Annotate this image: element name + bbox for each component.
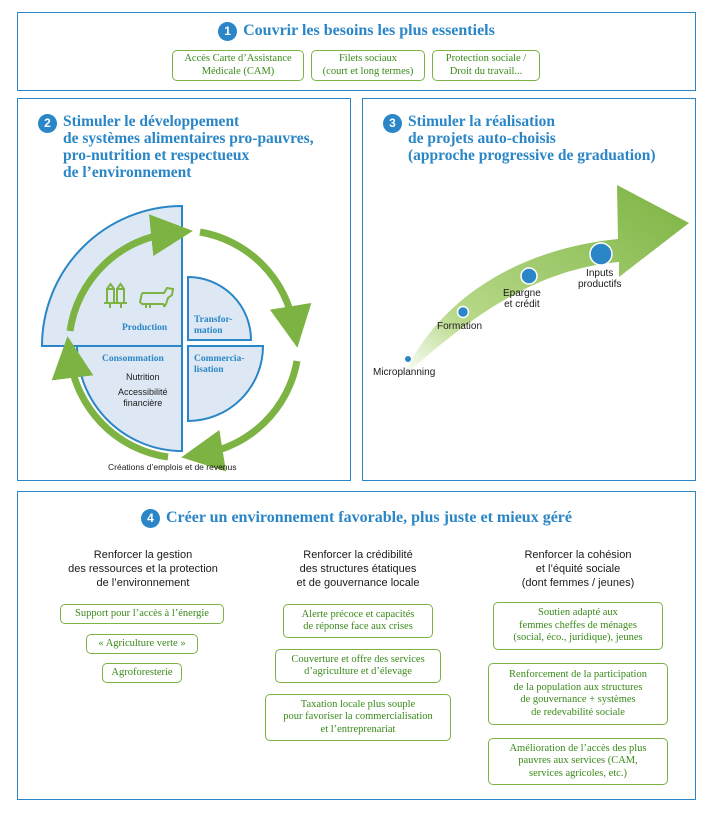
panel-1-title-text: Couvrir les besoins les plus essentiels xyxy=(243,22,495,40)
cycle-arrow-right xyxy=(181,360,301,472)
transformation-quadrant xyxy=(187,275,253,341)
accessibilite-label: Accessibilité financière xyxy=(118,387,168,408)
panel-4: 4 Créer un environnement favorable, plus … xyxy=(17,491,696,800)
cycle-arrow-left xyxy=(66,214,193,332)
step-epargne-label: Epargne et crédit xyxy=(503,288,541,310)
panel-3-number: 3 xyxy=(383,114,402,133)
panel-2-title: Stimuler le développement de systèmes al… xyxy=(63,113,314,181)
p1-box-filets-text: Filets sociaux (court et long termes) xyxy=(322,53,414,77)
col1-item-energie-text: Support pour l’accès à l’énergie xyxy=(75,607,209,619)
panel-2: 2 Stimuler le développement de systèmes … xyxy=(17,98,351,481)
col3-item-soutien: Soutien adapté aux femmes cheffes de mén… xyxy=(493,602,663,650)
col3-item-participation: Renforcement de la participation de la p… xyxy=(488,663,668,725)
col3-item-acces: Amélioration de l’accès des plus pauvres… xyxy=(488,738,668,785)
col1-item-agriculture-verte: « Agriculture verte » xyxy=(86,634,198,654)
col1-item-agroforesterie: Agroforesterie xyxy=(102,663,182,683)
col3-item-soutien-text: Soutien adapté aux femmes cheffes de mén… xyxy=(513,607,643,644)
panel-1-number: 1 xyxy=(218,22,238,41)
production-label: Production xyxy=(122,323,168,333)
panel-4-title-text: Créer un environnement favorable, plus j… xyxy=(165,509,572,527)
panel-4-number: 4 xyxy=(140,509,160,528)
nutrition-label: Nutrition xyxy=(126,372,160,382)
step-dot-epargne xyxy=(520,267,538,285)
cycle-arrow-top xyxy=(199,228,312,348)
p1-box-protection-text: Protection sociale / Droit du travail... xyxy=(445,53,527,77)
col3-item-acces-text: Amélioration de l’accès des plus pauvres… xyxy=(509,742,647,779)
step-formation-label: Formation xyxy=(437,321,483,332)
transformation-label: Transfor- mation xyxy=(194,315,233,336)
panel-1-title: 1 Couvrir les besoins les plus essentiels xyxy=(18,22,695,41)
step-inputs-label: Inputs productifs xyxy=(578,268,622,290)
col2-heading: Renforcer la crédibilité des structures … xyxy=(296,549,420,589)
col2-item-couverture-text: Couverture et offre des services d’agric… xyxy=(291,653,425,678)
panel-1: 1 Couvrir les besoins les plus essentiels… xyxy=(17,12,696,91)
p1-box-filets: Filets sociaux (court et long termes) xyxy=(311,50,425,81)
col1-heading: Renforcer la gestion des ressources et l… xyxy=(68,549,218,589)
col1-item-energie: Support pour l’accès à l’énergie xyxy=(60,604,224,624)
step-dot-formation xyxy=(456,305,470,319)
commercialisation-label: Commercia- lisation xyxy=(194,354,245,375)
p1-box-protection: Protection sociale / Droit du travail... xyxy=(432,50,540,81)
panel-4-title: 4 Créer un environnement favorable, plus … xyxy=(18,509,695,528)
cow-icon xyxy=(138,286,175,308)
graduation-arrow xyxy=(403,185,689,377)
col3-item-participation-text: Renforcement de la participation de la p… xyxy=(509,669,647,718)
col1-item-agriculture-verte-text: « Agriculture verte » xyxy=(98,637,186,649)
footer-emplois: Créations d’emplois et de revenus xyxy=(108,462,237,472)
panel-2-number: 2 xyxy=(38,114,57,133)
col2-item-taxation: Taxation locale plus souple pour favoris… xyxy=(265,694,451,741)
col2-item-taxation-text: Taxation locale plus souple pour favoris… xyxy=(283,698,433,735)
step-microplanning-label: Microplanning xyxy=(373,367,436,378)
consommation-label: Consommation xyxy=(102,354,164,364)
col3-heading: Renforcer la cohésion et l’équité social… xyxy=(521,549,635,589)
silo-icon xyxy=(104,282,127,308)
cycle-arrow-bottom xyxy=(51,336,169,461)
step-dot-microplanning xyxy=(405,356,411,362)
p1-box-cam: Accès Carte d’Assistance Médicale (CAM) xyxy=(172,50,304,81)
col2-item-alerte-text: Alerte précoce et capacités de réponse f… xyxy=(301,608,415,633)
p1-box-cam-text: Accès Carte d’Assistance Médicale (CAM) xyxy=(184,53,292,77)
col2-item-alerte: Alerte précoce et capacités de réponse f… xyxy=(283,604,433,638)
step-dot-inputs xyxy=(589,242,613,266)
commercialisation-quadrant xyxy=(187,345,265,423)
col2-item-couverture: Couverture et offre des services d’agric… xyxy=(275,649,441,683)
col1-item-agroforesterie-text: Agroforesterie xyxy=(111,666,173,678)
food-system-cycle xyxy=(40,204,312,472)
panel-3-title: Stimuler la réalisation de projets auto-… xyxy=(408,113,656,164)
panel-3: 3 Stimuler la réalisation de projets aut… xyxy=(362,98,696,481)
